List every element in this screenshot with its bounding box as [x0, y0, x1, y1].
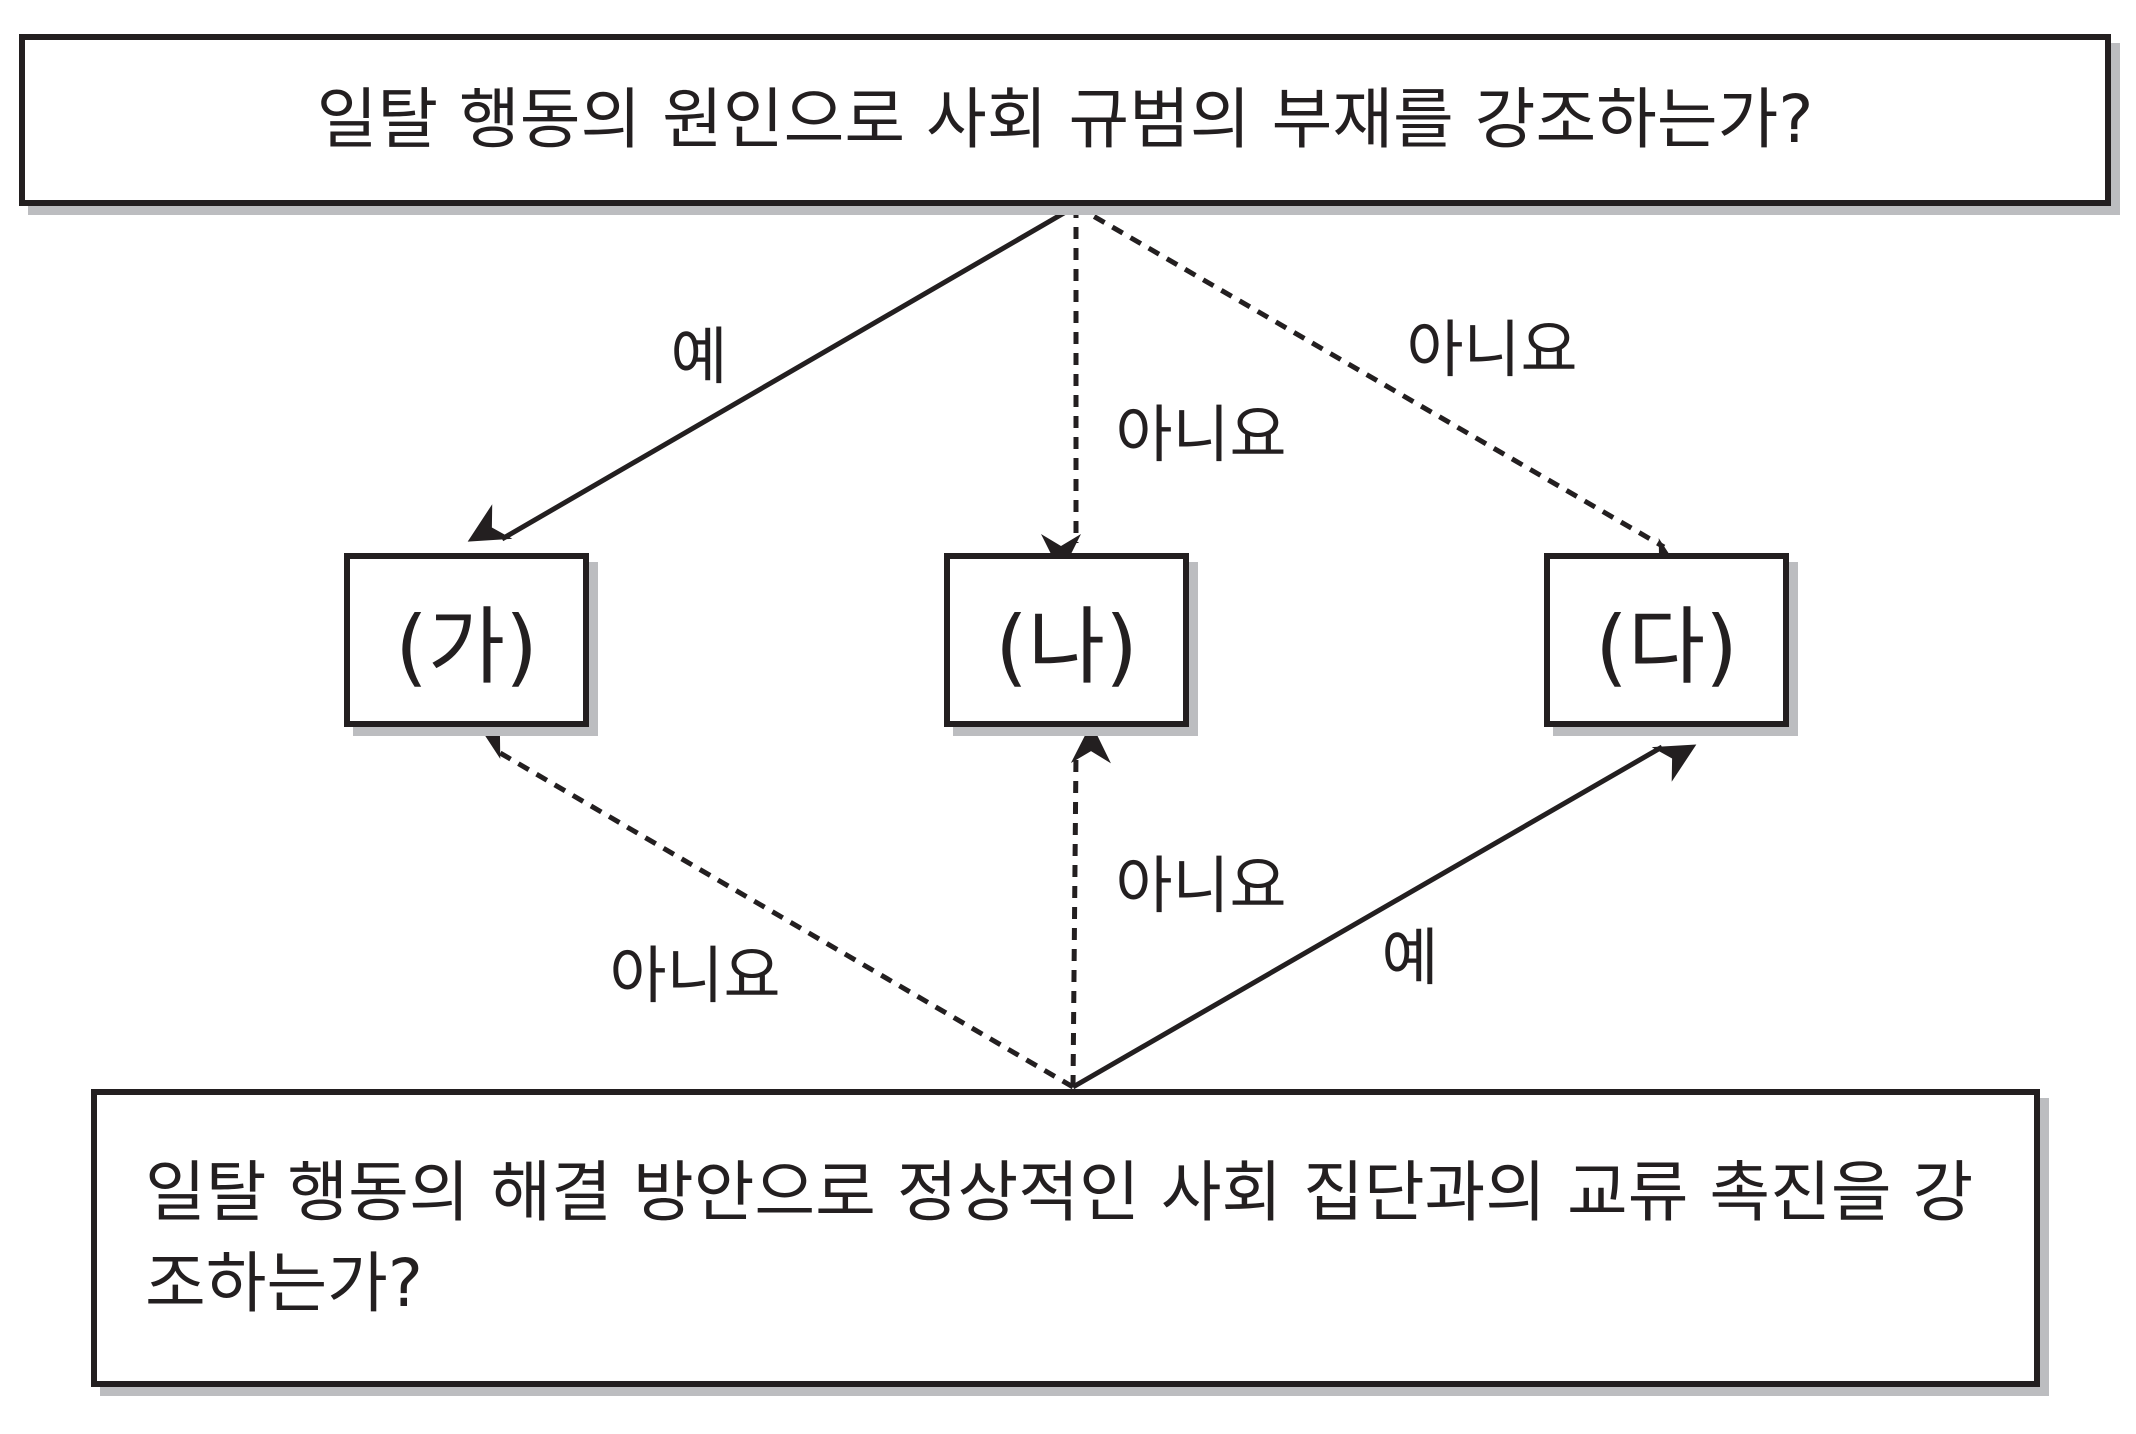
- edge-label-top-to-b: 아니요: [1115, 398, 1287, 471]
- arrow-bottom-to-c: [1071, 744, 1697, 1090]
- top-question-box: 일탈 행동의 원인으로 사회 규범의 부재를 강조하는가?: [19, 34, 2111, 206]
- bottom-question-text: 일탈 행동의 해결 방안으로 정상적인 사회 집단과의 교류 촉진을 강조하는가…: [145, 1153, 1974, 1322]
- edge-label-top-to-a: 예: [670, 320, 728, 393]
- edge-label-bottom-to-a: 아니요: [609, 939, 781, 1012]
- bottom-question-box: 일탈 행동의 해결 방안으로 정상적인 사회 집단과의 교류 촉진을 강조하는가…: [91, 1089, 2040, 1387]
- option-c-label: (다): [1595, 597, 1738, 696]
- edge-label-bottom-to-c: 예: [1381, 921, 1439, 994]
- top-question-text: 일탈 행동의 원인으로 사회 규범의 부재를 강조하는가?: [316, 81, 1814, 159]
- option-b-label: (나): [995, 597, 1138, 696]
- edge-label-bottom-to-b: 아니요: [1115, 849, 1287, 922]
- option-a-label: (가): [395, 597, 538, 696]
- arrow-top-to-a: [467, 203, 1078, 542]
- option-box-a: (가): [344, 553, 589, 727]
- arrow-bottom-to-a: [475, 721, 1075, 1090]
- arrow-top-to-c: [1074, 203, 1684, 576]
- edge-label-top-to-c: 아니요: [1406, 313, 1578, 386]
- option-box-c: (다): [1544, 553, 1789, 727]
- option-box-b: (나): [944, 553, 1189, 727]
- arrow-bottom-to-b: [1070, 723, 1111, 1088]
